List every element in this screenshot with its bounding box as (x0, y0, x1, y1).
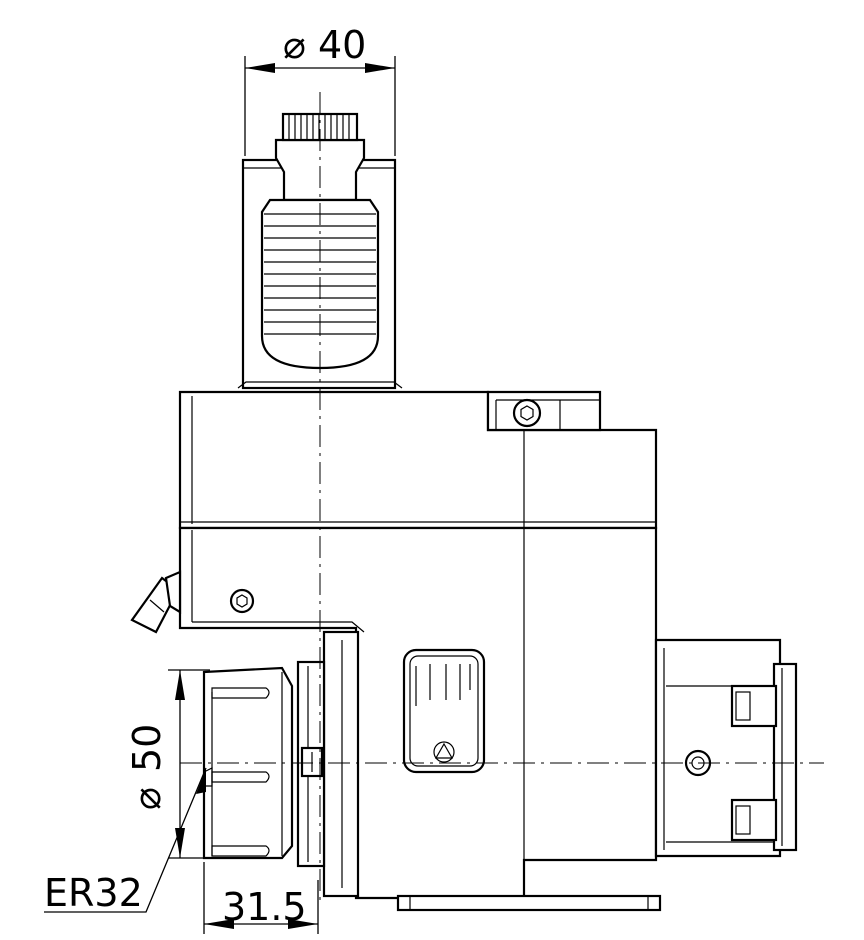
dimension-diameter-40: ⌀ 40 (244, 23, 396, 156)
er32-callout: ER32 (44, 767, 207, 915)
centerlines (180, 92, 824, 900)
coolant-nozzle (130, 570, 182, 634)
offset-length-label: 31.5 (222, 885, 307, 929)
dimension-diameter-50: ⌀ 50 (125, 669, 210, 859)
shank-diameter-label: 40 (318, 23, 366, 67)
diameter-symbol-50: ⌀ (125, 787, 169, 810)
id-plate (402, 648, 486, 774)
collet-type-label: ER32 (44, 871, 143, 915)
side-head (654, 638, 798, 858)
clamp-screw (512, 398, 542, 428)
diameter-symbol-40: ⌀ (283, 23, 306, 67)
body-screw (229, 588, 255, 614)
collet-diameter-label: 50 (125, 724, 169, 772)
collet-flange (296, 630, 360, 898)
dimension-31-5: 31.5 (203, 862, 319, 934)
